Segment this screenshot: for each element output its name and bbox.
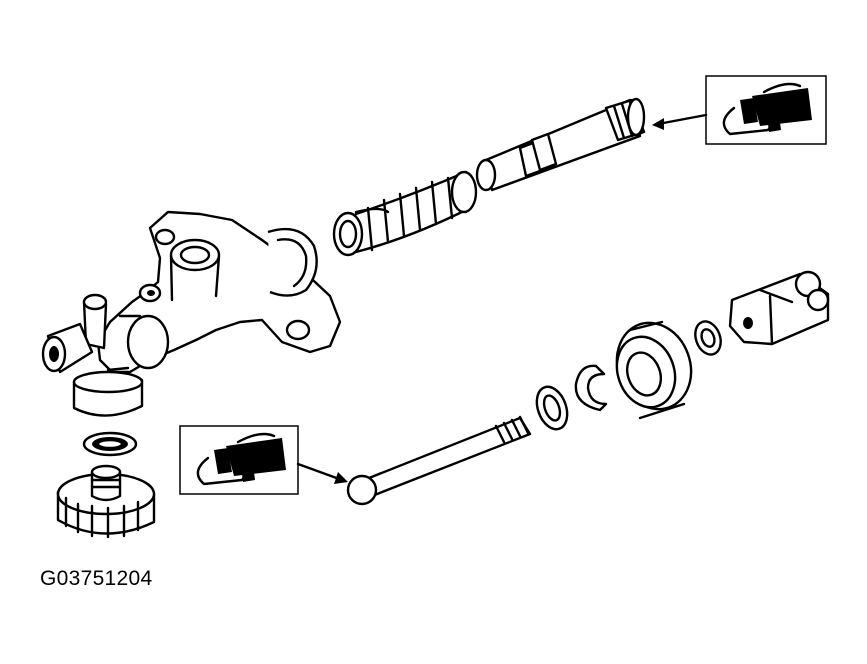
dust-boot (615, 320, 693, 420)
cylinder-body (41, 210, 342, 417)
top-right-callout-arrow (652, 113, 708, 130)
figure-id-label: G03751204 (40, 567, 153, 590)
reservoir-cap (56, 464, 156, 539)
clevis (728, 270, 830, 346)
lock-nut (694, 320, 722, 356)
snap-ring (574, 364, 608, 412)
bottom-left-callout (179, 425, 299, 495)
rod-seal-ring (535, 385, 569, 431)
piston-assembly (475, 97, 646, 192)
lubrication-applicator-icon (722, 82, 812, 136)
bottom-left-callout-arrow (296, 462, 348, 484)
reservoir-seal-washer (82, 431, 138, 457)
lubrication-applicator-icon (196, 432, 286, 486)
push-rod (346, 415, 532, 506)
top-right-callout (705, 75, 827, 145)
return-spring (332, 170, 478, 257)
